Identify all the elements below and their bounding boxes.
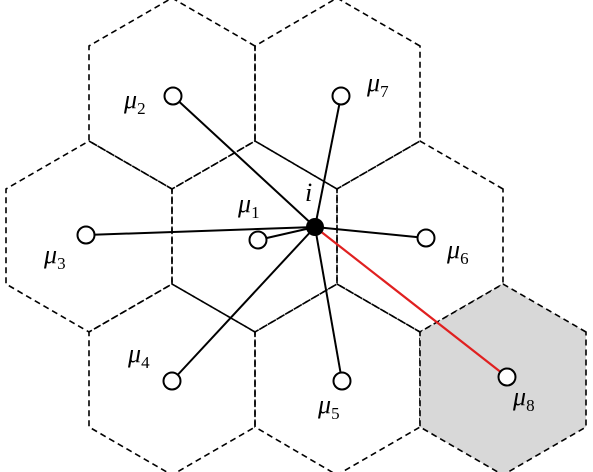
edge-i-mu3 [85, 226, 316, 236]
node-mu1 [248, 230, 268, 250]
edge-i-mu5 [314, 226, 343, 382]
node-mu4 [162, 371, 182, 391]
node-mu7 [331, 86, 351, 106]
label-mu1: μ1 [237, 189, 260, 222]
edge-i-mu7 [314, 95, 342, 228]
label-mu2: μ2 [123, 85, 146, 118]
hex-cell-left [5, 140, 173, 333]
edge-i-mu8-highlighted [314, 226, 508, 378]
edges [85, 95, 508, 382]
node-mu3 [76, 225, 96, 245]
node-mu2 [163, 86, 183, 106]
hex-cell-right [336, 140, 504, 333]
label-mu7: μ7 [366, 68, 389, 101]
node-mu6 [416, 228, 436, 248]
label-mu4: μ4 [127, 339, 150, 372]
node-mu5 [332, 371, 352, 391]
label-mu3: μ3 [43, 240, 66, 273]
label-mu8: μ8 [512, 382, 535, 415]
nodes [76, 86, 517, 391]
label-mu6: μ6 [446, 235, 469, 268]
center-node-i [306, 218, 324, 236]
label-mu5: μ5 [317, 390, 340, 423]
node-mu8 [497, 367, 517, 387]
hex-cell-bottom-center [254, 283, 421, 472]
edge-i-mu4 [171, 226, 316, 382]
edge-i-mu6 [314, 226, 427, 239]
edge-i-mu2 [172, 95, 316, 228]
labels: i μ1 μ2 μ3 μ4 μ5 μ6 μ7 μ8 [43, 68, 535, 423]
label-i: i [305, 178, 312, 207]
hex-cell-bottom-left [88, 283, 256, 472]
edge-i-mu1 [257, 226, 316, 241]
